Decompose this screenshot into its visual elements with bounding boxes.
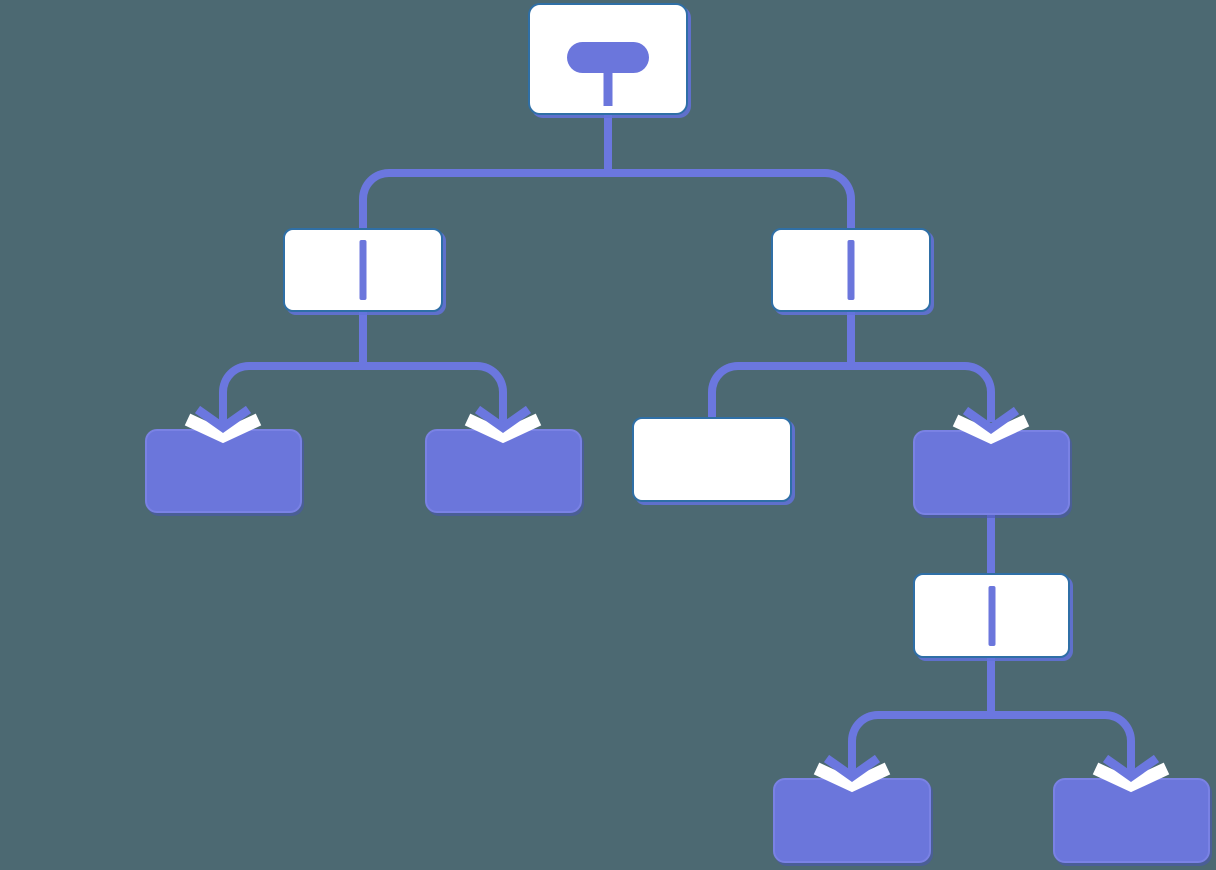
arrow-chevron-icon <box>1092 754 1170 793</box>
node-splitter-left[interactable] <box>283 228 443 312</box>
node-root[interactable] <box>528 3 688 115</box>
divider-bar-icon <box>988 585 995 646</box>
connector-branch <box>219 362 507 424</box>
node-action-1[interactable] <box>145 429 302 513</box>
divider-bar-icon <box>359 240 367 300</box>
node-action-5[interactable] <box>1053 778 1210 863</box>
arrow-chevron-icon <box>813 754 891 793</box>
divider-bar-icon <box>847 240 855 300</box>
node-action-2[interactable] <box>425 429 582 513</box>
node-splitter-right[interactable] <box>771 228 931 312</box>
connector-line <box>359 311 367 370</box>
flow-root-icon <box>530 5 686 113</box>
root-pill-icon <box>567 42 649 73</box>
root-stem-icon <box>603 72 613 106</box>
connector-line <box>987 515 995 573</box>
node-card-empty[interactable] <box>632 417 792 502</box>
node-splitter-lower[interactable] <box>913 573 1070 658</box>
connector-line <box>604 115 612 177</box>
arrow-chevron-icon <box>464 405 542 444</box>
connector-branch <box>708 362 995 422</box>
connector-line <box>847 311 855 370</box>
arrow-chevron-icon <box>184 405 262 444</box>
connector-branch <box>848 711 1135 773</box>
connector-line <box>987 658 995 719</box>
arrow-chevron-icon <box>952 406 1030 445</box>
connector-branch <box>359 169 855 232</box>
